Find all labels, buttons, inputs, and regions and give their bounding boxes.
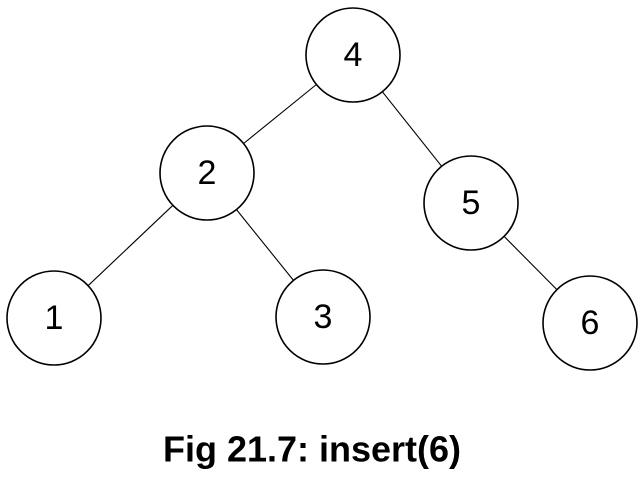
node-circle [6, 270, 102, 366]
node-label: 3 [314, 298, 333, 336]
tree-node-5: 5 [423, 155, 519, 251]
node-label: 4 [344, 36, 363, 74]
node-circle [305, 7, 401, 103]
tree-node-4: 4 [305, 7, 401, 103]
tree-node-6: 6 [542, 275, 638, 371]
node-label: 6 [581, 304, 600, 342]
tree-node-1: 1 [6, 270, 102, 366]
node-circle [159, 125, 255, 221]
tree-edges [87, 84, 558, 290]
node-circle [542, 275, 638, 371]
tree-nodes: 4 2 5 1 3 6 [6, 7, 638, 371]
edge-n4-n2 [243, 84, 317, 144]
node-label: 5 [462, 184, 481, 222]
node-circle [423, 155, 519, 251]
edge-n2-n1 [87, 204, 174, 287]
tree-node-3: 3 [275, 269, 371, 365]
tree-node-2: 2 [159, 125, 255, 221]
edge-n4-n5 [381, 91, 443, 167]
node-label: 2 [198, 154, 217, 192]
figure-caption: Fig 21.7: insert(6) [163, 429, 461, 470]
node-label: 1 [45, 299, 64, 337]
node-circle [275, 269, 371, 365]
edge-n2-n3 [236, 209, 294, 281]
edge-n5-n6 [503, 236, 558, 290]
